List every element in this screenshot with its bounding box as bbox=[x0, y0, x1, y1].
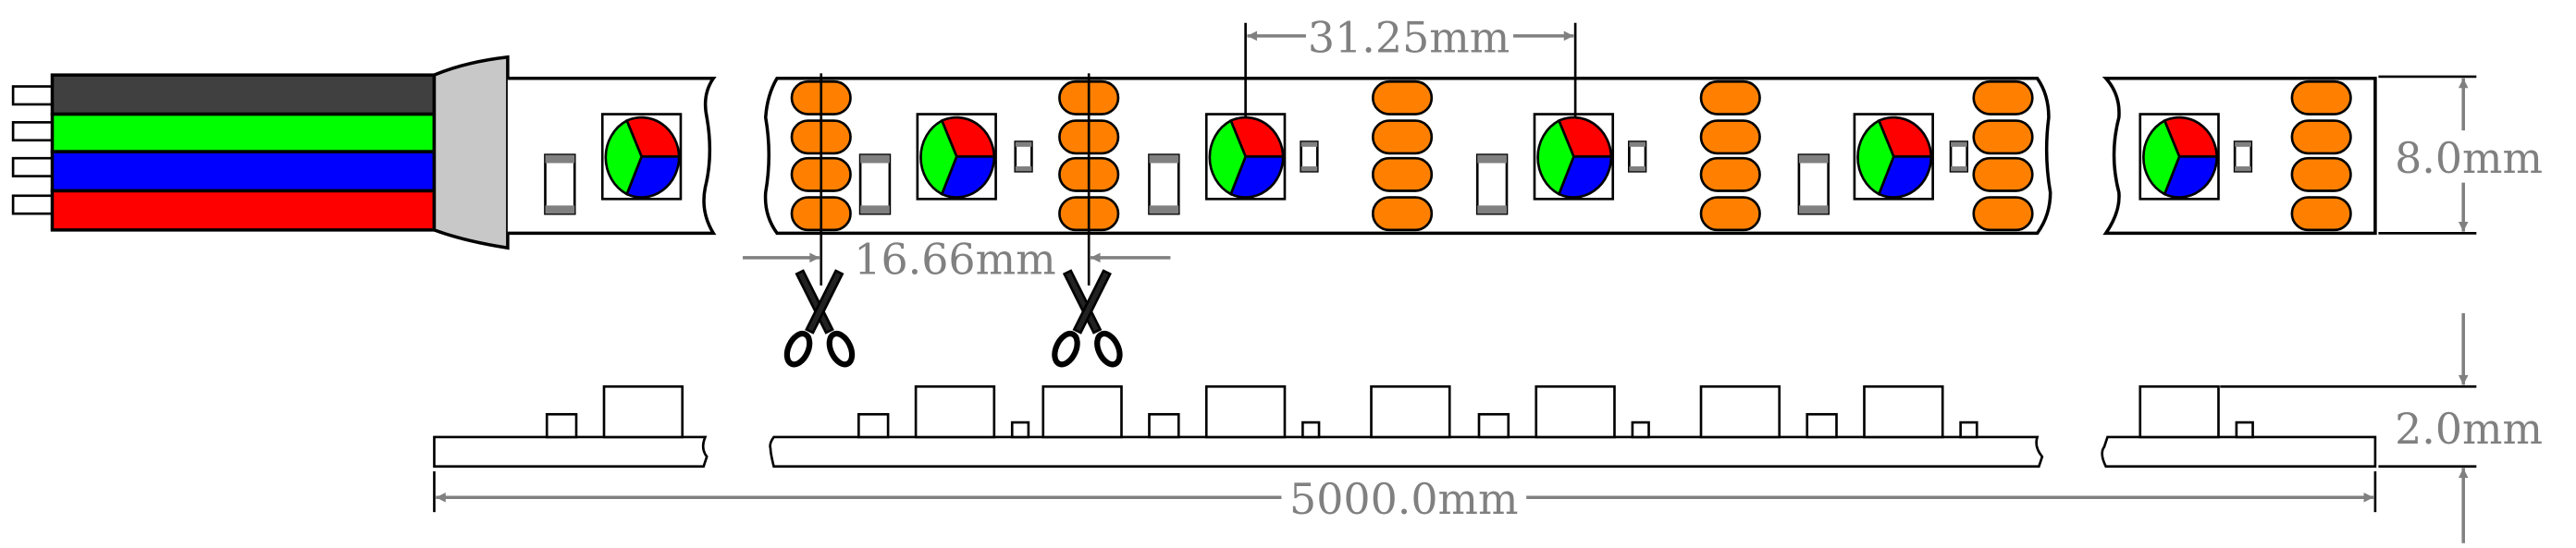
strip-segment-3 bbox=[2101, 76, 2377, 236]
pitch-label: 31.25mm bbox=[1308, 12, 1510, 62]
wire-black bbox=[50, 73, 437, 116]
wire-red bbox=[50, 189, 437, 232]
connector bbox=[432, 55, 510, 250]
scissors-icon bbox=[1050, 271, 1124, 368]
scissors-icon bbox=[783, 271, 857, 368]
wire-green bbox=[50, 112, 437, 153]
wire-blue bbox=[50, 150, 437, 193]
length-dimension: 5000.0mm bbox=[433, 471, 2377, 524]
strip-segment-1 bbox=[507, 76, 717, 236]
width-dimension: 8.0mm bbox=[2378, 75, 2543, 235]
total-length-label: 5000.0mm bbox=[1289, 474, 1519, 524]
wire-bundle bbox=[11, 55, 510, 250]
width-label: 8.0mm bbox=[2395, 133, 2543, 183]
cut-length-label: 16.66mm bbox=[854, 235, 1055, 285]
thickness-label: 2.0mm bbox=[2395, 404, 2543, 454]
cut-dimension: 16.66mm bbox=[743, 73, 1171, 286]
strip-segment-2 bbox=[763, 76, 2052, 236]
thickness-dimension: 2.0mm bbox=[2220, 312, 2543, 543]
side-view bbox=[433, 384, 2377, 469]
pitch-dimension: 31.25mm bbox=[1244, 12, 1577, 118]
